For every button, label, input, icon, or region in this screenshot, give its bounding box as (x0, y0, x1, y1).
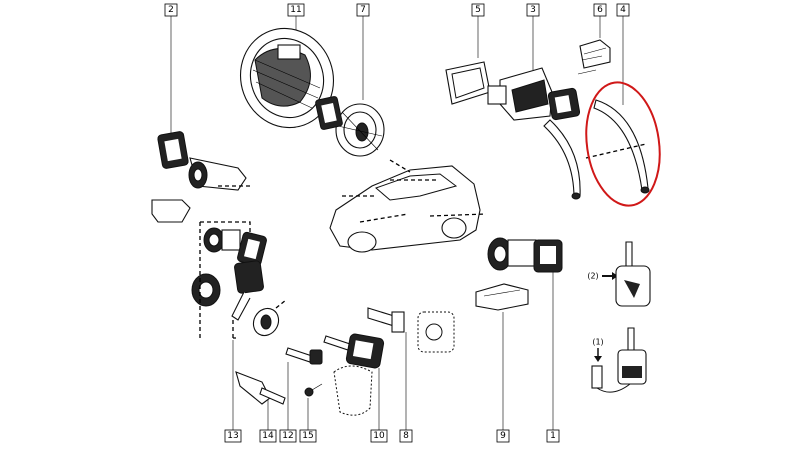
svg-text:1: 1 (550, 431, 556, 441)
fuel-lock-part (315, 96, 385, 157)
callout-8[interactable]: 8 (399, 332, 413, 443)
callout-4[interactable]: 4 (616, 3, 630, 105)
callout-15[interactable]: 15 (299, 398, 317, 443)
gasket-part (445, 61, 491, 105)
callout-3[interactable]: 3 (526, 3, 540, 70)
ignition-lock-part (191, 221, 287, 340)
svg-text:8: 8 (403, 431, 409, 441)
key-fob-inset: (1) (591, 327, 647, 393)
svg-text:12: 12 (282, 431, 293, 441)
svg-text:10: 10 (373, 431, 385, 441)
svg-text:14: 14 (262, 431, 274, 441)
callout-1[interactable]: 1 (546, 272, 560, 443)
svg-text:11: 11 (290, 5, 301, 15)
svg-text:3: 3 (530, 5, 536, 15)
svg-text:2: 2 (168, 5, 174, 15)
callout-10[interactable]: 10 (370, 368, 388, 443)
callout-5[interactable]: 5 (471, 3, 485, 58)
svg-text:13: 13 (227, 431, 238, 441)
callout-2[interactable]: 2 (164, 3, 178, 140)
callout-12[interactable]: 12 (279, 362, 297, 443)
key-blank-part (235, 371, 286, 405)
callout-14[interactable]: 14 (259, 400, 277, 443)
lock-rod-highlight (585, 81, 661, 207)
lock-bracket-part (475, 283, 529, 311)
svg-text:(1): (1) (592, 338, 603, 347)
transponder-part (367, 307, 455, 353)
svg-text:9: 9 (500, 431, 506, 441)
callout-7[interactable]: 7 (356, 3, 370, 100)
lock-rod-part (585, 81, 661, 207)
callout-9[interactable]: 9 (496, 312, 510, 443)
svg-text:5: 5 (475, 5, 481, 15)
fuel-cap-part (239, 27, 335, 129)
remote-inset: (2) (587, 241, 651, 307)
remote-key-part (323, 333, 385, 416)
callout-13[interactable]: 13 (224, 340, 242, 443)
svg-text:7: 7 (360, 5, 366, 15)
screw-part (304, 383, 323, 397)
svg-text:6: 6 (597, 5, 603, 15)
door-lock-right-part (487, 237, 563, 273)
svg-text:4: 4 (620, 5, 626, 15)
door-lock-left-part (151, 131, 250, 223)
key-12-part (285, 347, 323, 365)
boot-lock-part (487, 67, 581, 200)
bracket-part (577, 39, 611, 75)
svg-text:15: 15 (302, 431, 313, 441)
callout-6[interactable]: 6 (593, 3, 607, 38)
svg-text:(2): (2) (587, 272, 598, 281)
car-icon (329, 159, 487, 253)
